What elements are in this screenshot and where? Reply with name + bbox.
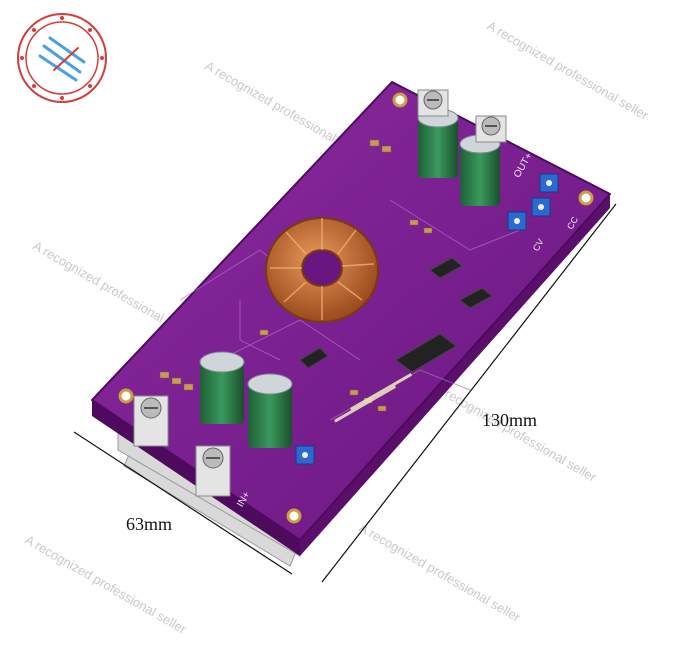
screw-terminals — [133, 89, 507, 497]
ic-chips — [299, 257, 493, 373]
toroid-inductor — [265, 217, 379, 323]
mounting-holes — [118, 92, 594, 524]
width-dimension-label: 63mm — [126, 514, 173, 534]
length-dimension-label: 130mm — [482, 410, 538, 430]
smd-components — [159, 139, 433, 412]
seller-logo-seal — [17, 13, 107, 103]
potentiometers — [295, 173, 559, 465]
capacitors — [199, 108, 501, 448]
